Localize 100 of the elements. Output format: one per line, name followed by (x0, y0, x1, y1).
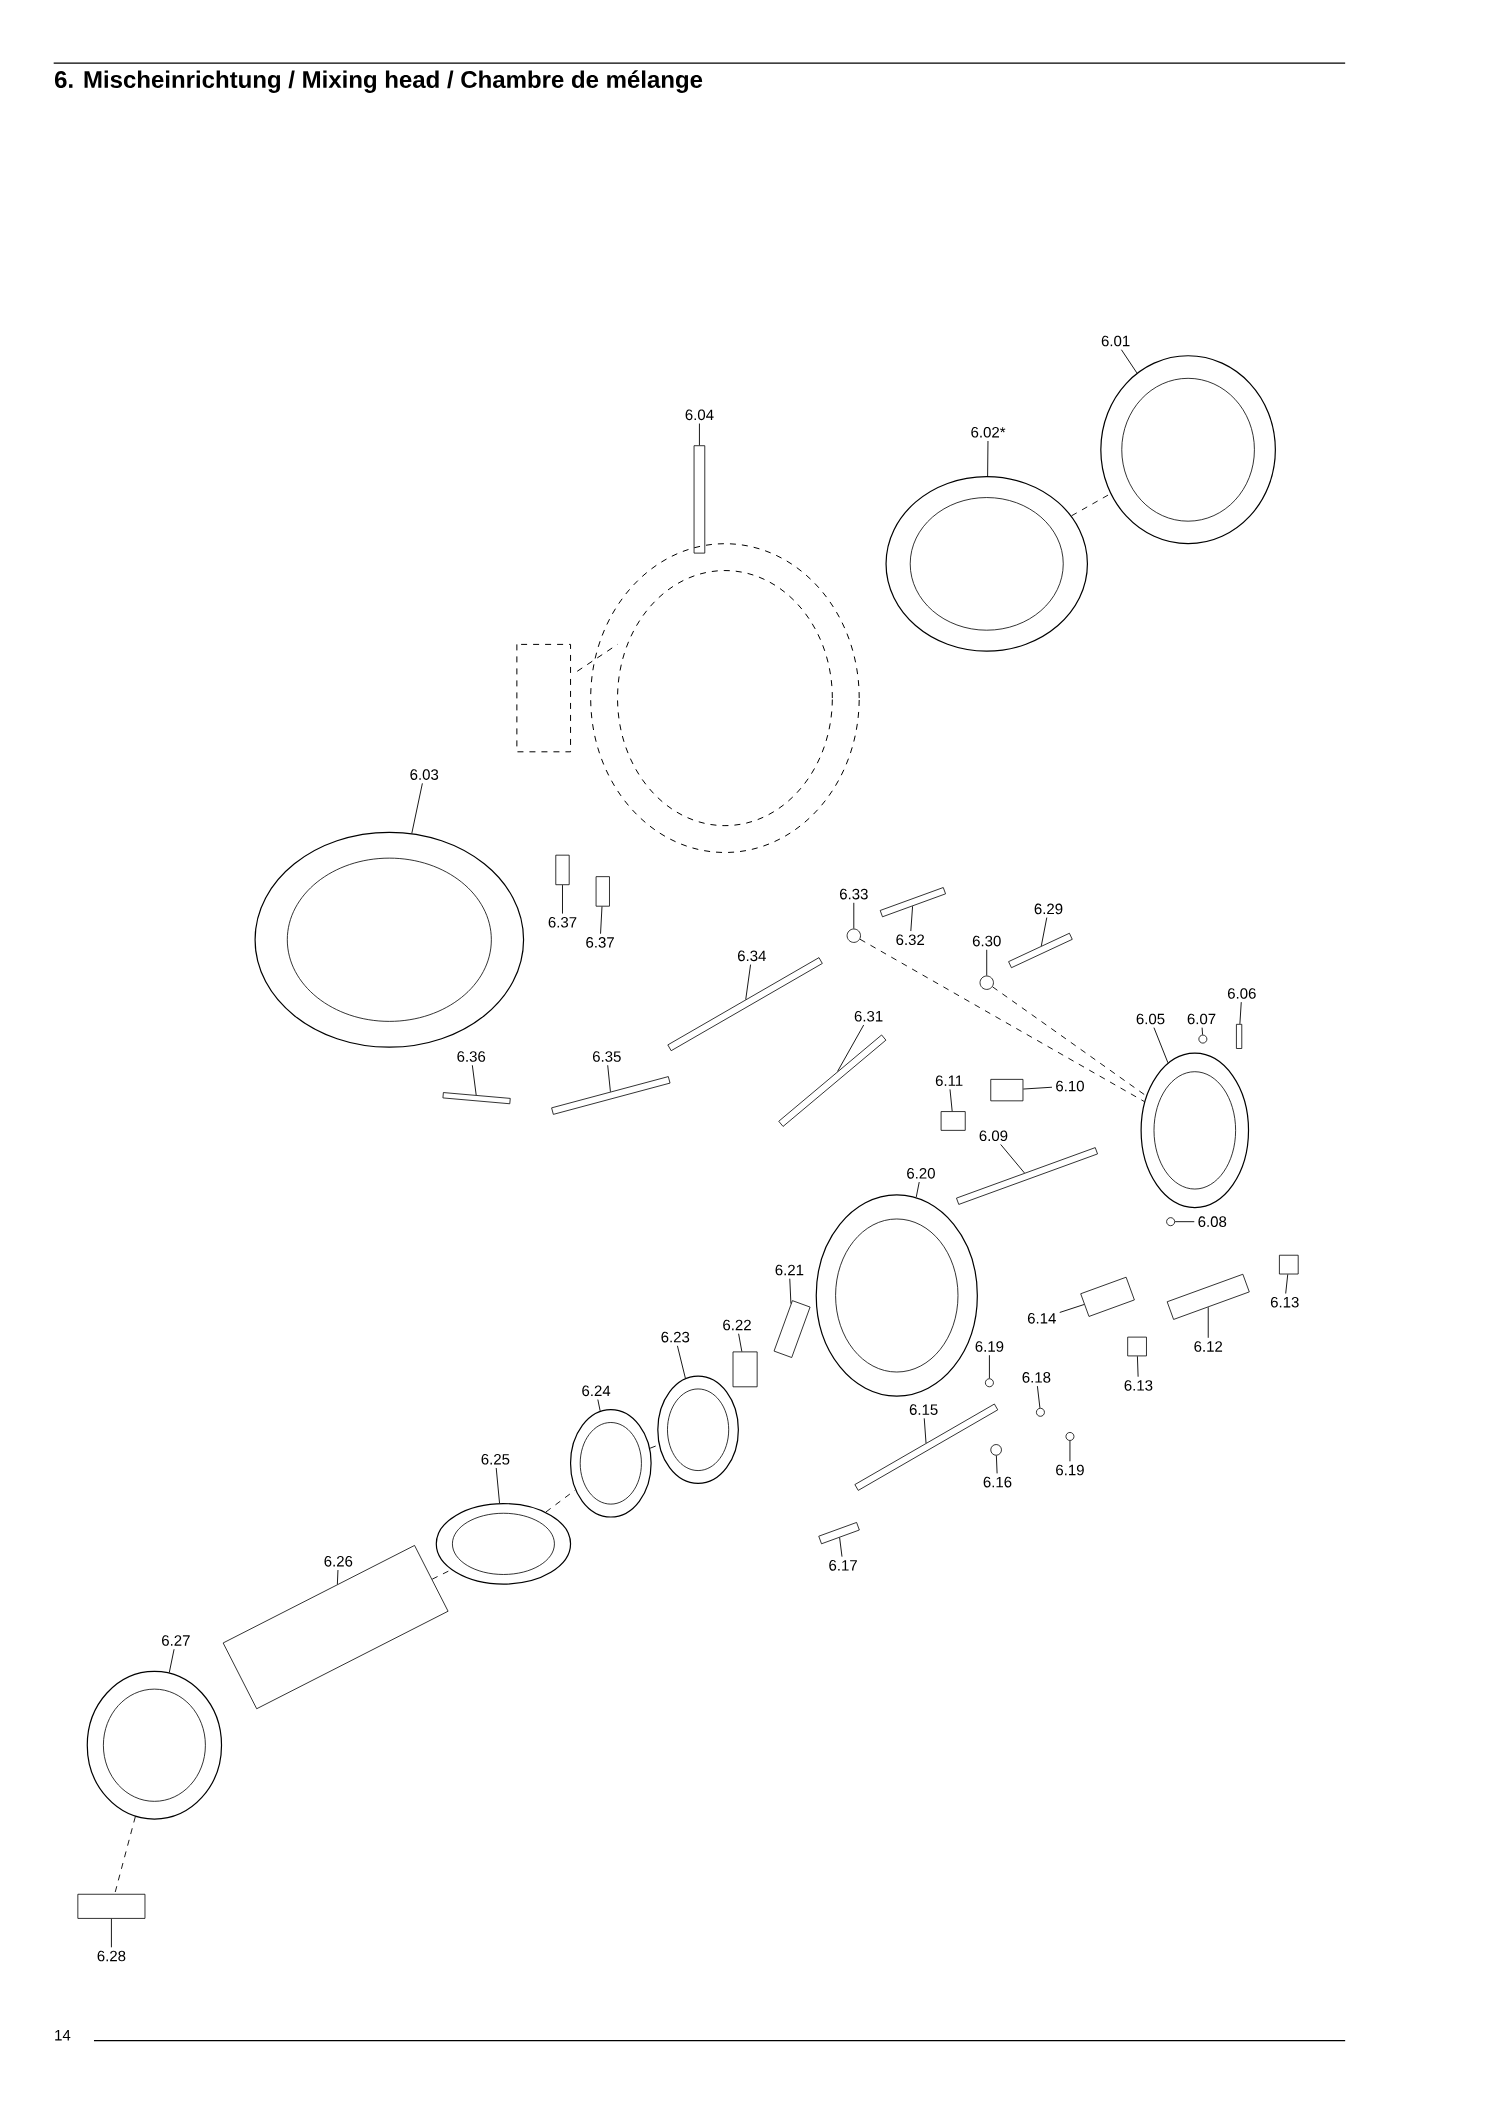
part-drawing (254, 831, 525, 1048)
callout-number: 6.06 (1228, 988, 1256, 999)
callout-number: 6.35 (593, 1051, 621, 1062)
leader-line (495, 1467, 501, 1504)
part-drawing (1036, 1407, 1045, 1417)
part-drawing (778, 1034, 887, 1127)
callout-number: 6.18 (1022, 1372, 1051, 1383)
assembly-line (545, 1489, 576, 1513)
callout-number: 6.14 (1028, 1313, 1056, 1324)
leader-line (1059, 1304, 1085, 1313)
assembly-line (859, 938, 1145, 1103)
leader-line (1037, 1385, 1041, 1409)
part-drawing (846, 928, 861, 943)
part-drawing (77, 1893, 146, 1919)
callout-number: 6.05 (1136, 1013, 1165, 1025)
callout-number: 6.20 (907, 1168, 936, 1179)
leader-line (562, 884, 564, 915)
callout-number: 6.19 (975, 1341, 1004, 1352)
part-drawing (1127, 1336, 1147, 1357)
leader-line (411, 782, 423, 834)
callout-number: 6.10 (1056, 1080, 1085, 1092)
leader-line (600, 906, 603, 935)
part-drawing (1080, 1276, 1135, 1317)
part-drawing (885, 476, 1089, 652)
leader-line (853, 902, 855, 930)
callout-number: 6.33 (840, 888, 868, 900)
part-drawing (442, 1092, 511, 1105)
callout-number: 6.13 (1271, 1296, 1299, 1308)
callout-number: 6.12 (1194, 1341, 1223, 1352)
callout-number: 6.31 (854, 1010, 883, 1022)
part-drawing (435, 1503, 572, 1585)
callout-number: 6.36 (457, 1051, 486, 1062)
part-drawing (1236, 1023, 1243, 1049)
part-drawing (940, 1111, 966, 1131)
leader-line (910, 905, 914, 932)
leader-line (1137, 1355, 1139, 1378)
leader-line (789, 1278, 792, 1305)
part-drawing (657, 1375, 740, 1485)
part-drawing (879, 887, 947, 918)
assembly-line (992, 986, 1147, 1097)
leader-line (949, 1088, 953, 1112)
page-number: 14 (55, 2030, 71, 2041)
callout-number: 6.04 (685, 409, 714, 421)
part-drawing (693, 445, 706, 554)
leader-line (111, 1918, 112, 1948)
part-drawing (1166, 1217, 1176, 1227)
leader-line (1069, 1440, 1071, 1462)
callout-number: 6.21 (775, 1264, 804, 1276)
callout-number: 6.37 (586, 937, 614, 948)
part-drawing (1065, 1432, 1075, 1441)
leader-line (1174, 1221, 1195, 1223)
part-drawing (1140, 1052, 1250, 1209)
part-drawing (86, 1670, 223, 1820)
leader-line (987, 440, 989, 477)
leader-line (1207, 1306, 1209, 1339)
assembly-line (1071, 493, 1111, 517)
part-drawing (732, 1351, 758, 1388)
leader-line (597, 1399, 601, 1412)
callout-number: 6.32 (896, 934, 925, 946)
leader-line (837, 1024, 865, 1072)
callout-number: 6.29 (1034, 903, 1063, 915)
leader-line (1000, 1144, 1025, 1174)
leader-line (168, 1648, 175, 1674)
leader-line (607, 1064, 611, 1093)
part-drawing (990, 1078, 1024, 1102)
part-drawing (956, 1147, 1099, 1205)
part-drawing (595, 876, 610, 907)
leader-line (1285, 1274, 1289, 1294)
callout-number: 6.37 (548, 917, 577, 928)
leader-line (923, 1417, 927, 1444)
assembly-line (431, 1569, 452, 1580)
callout-number: 6.17 (829, 1560, 857, 1571)
part-drawing (985, 1378, 994, 1388)
callout-number: 6.25 (481, 1454, 510, 1465)
part-drawing (551, 1076, 671, 1115)
leader-line (915, 1181, 920, 1198)
callout-number: 6.15 (909, 1404, 938, 1415)
leader-line (839, 1537, 843, 1558)
part-drawing (555, 854, 570, 886)
part-drawing (1279, 1254, 1299, 1275)
callout-number: 6.13 (1124, 1380, 1153, 1391)
leader-line (1121, 349, 1138, 374)
leader-line (989, 1354, 990, 1379)
callout-number: 6.30 (973, 935, 1001, 947)
callout-number: 6.24 (582, 1385, 611, 1397)
part-drawing (570, 1409, 652, 1518)
callout-number: 6.28 (97, 1950, 126, 1962)
part-drawing (773, 1300, 811, 1358)
callout-number: 6.02* (971, 426, 1006, 438)
leader-line (1201, 1027, 1204, 1036)
leader-line (1040, 917, 1048, 947)
callout-number: 6.22 (723, 1319, 751, 1331)
leader-line (986, 949, 988, 977)
callout-number: 6.07 (1187, 1013, 1216, 1025)
leader-line (996, 1455, 998, 1474)
callout-number: 6.16 (983, 1476, 1012, 1488)
leader-line (1023, 1086, 1053, 1090)
leader-line (1153, 1027, 1169, 1064)
part-drawing (979, 975, 994, 990)
callout-number: 6.11 (935, 1075, 963, 1086)
